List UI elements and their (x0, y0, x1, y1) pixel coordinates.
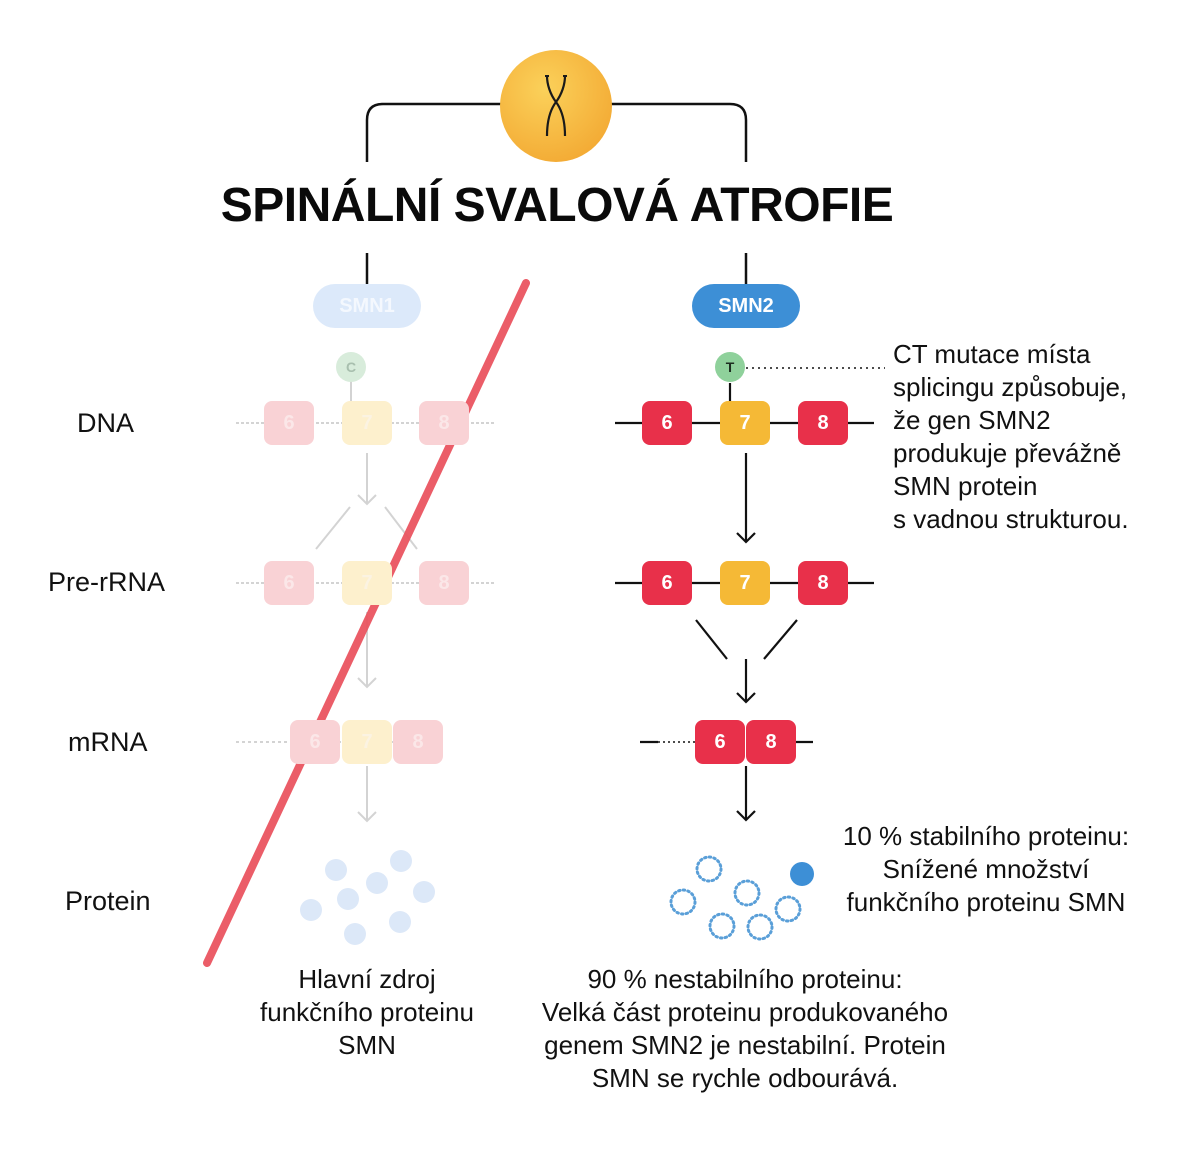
smn1-source-note: Hlavní zdroj funkčního proteinu SMN (222, 963, 512, 1062)
smn1-mrna-exon-6: 6 (290, 720, 340, 764)
stable-note-line: Snížené množství (882, 854, 1090, 884)
mutation-note: CT mutace místa splicingu způsobuje, že … (893, 338, 1173, 536)
smn1-prerna-exon-7: 7 (342, 561, 392, 605)
unstable-protein-note: 90 % nestabilního proteinu: Velká část p… (512, 963, 978, 1095)
unstable-note-line: 90 % nestabilního proteinu: (587, 964, 903, 994)
smn2-dna-exon-8: 8 (798, 401, 848, 445)
unstable-note-line: SMN se rychle odbourává. (591, 1063, 899, 1093)
row-label-protein: Protein (65, 886, 151, 916)
bracket-left (365, 102, 502, 162)
unstable-note-line: genem SMN2 je nestabilní. Protein (544, 1030, 946, 1060)
smn2-mrna-exon-6: 6 (695, 720, 745, 764)
smn2-prerna-exon-7: 7 (720, 561, 770, 605)
smn2-dna-exon-7: 7 (720, 401, 770, 445)
smn2-mrna-exon-8: 8 (746, 720, 796, 764)
smn2-prerna-exon-8: 8 (798, 561, 848, 605)
chromosome-icon (500, 50, 612, 162)
smn2-prerna-exon-6: 6 (642, 561, 692, 605)
smn1-prerna-exon-8: 8 (419, 561, 469, 605)
smn1-note-line: funkčního proteinu (260, 997, 474, 1027)
smn1-prerna-exon-6: 6 (264, 561, 314, 605)
smn2-unstable-protein (669, 855, 802, 941)
smn1-gene-pill: SMN1 (313, 284, 421, 328)
mutation-note-line: splicingu způsobuje, (893, 372, 1128, 402)
smn1-dna-exon-8: 8 (419, 401, 469, 445)
smn1-note-line: Hlavní zdroj (298, 964, 436, 994)
smn1-mrna-exon-8: 8 (393, 720, 443, 764)
smn1-dna-exon-6: 6 (264, 401, 314, 445)
smn1-note-line: SMN (338, 1030, 396, 1060)
smn2-stable-protein (790, 862, 814, 886)
mutation-note-line: produkuje převážně (893, 438, 1122, 468)
mutation-note-line: CT mutace místa (893, 339, 1091, 369)
row-label-dna: DNA (77, 408, 135, 438)
smn1-mrna-exon-7: 7 (342, 720, 392, 764)
unstable-note-line: Velká část proteinu produkovaného (541, 997, 949, 1027)
page-title: SPINÁLNÍ SVALOVÁ ATROFIE (220, 179, 894, 232)
smn1-dna-exon-7: 7 (342, 401, 392, 445)
bracket-right (610, 102, 748, 162)
smn2-dna-exon-6: 6 (642, 401, 692, 445)
nucleotide-t-badge: T (715, 352, 745, 382)
nucleotide-c-badge: C (336, 352, 366, 382)
row-label-mrna: mRNA (68, 727, 148, 757)
mutation-note-line: s vadnou strukturou. (893, 504, 1129, 534)
smn2-gene-pill: SMN2 (692, 284, 800, 328)
stable-note-line: funkčního proteinu SMN (846, 887, 1126, 917)
smn1-strike-line (203, 279, 530, 967)
mutation-note-line: SMN protein (893, 471, 1038, 501)
mutation-note-line: že gen SMN2 (893, 405, 1051, 435)
smn1-protein-dots (300, 850, 435, 945)
row-label-pre-rna: Pre-rRNA (48, 567, 166, 597)
stable-note-line: 10 % stabilního proteinu: (842, 821, 1130, 851)
stable-protein-note: 10 % stabilního proteinu: Snížené množst… (822, 820, 1150, 919)
